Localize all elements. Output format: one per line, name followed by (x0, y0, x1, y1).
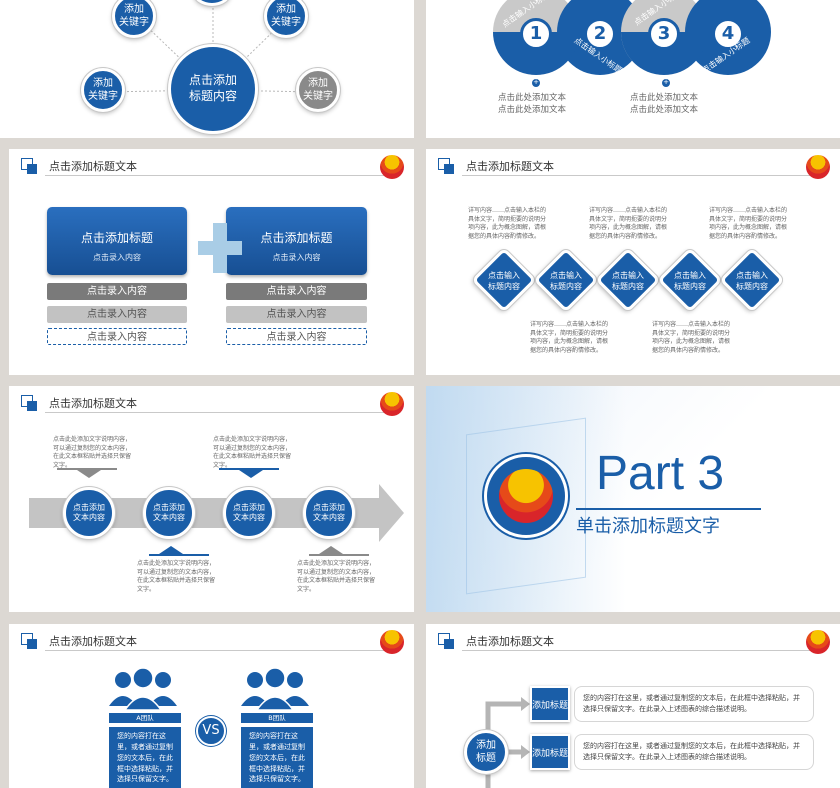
slide-header: 点击添加标题文本 (426, 624, 840, 656)
hub-node[interactable]: 添加 标题 (464, 730, 508, 774)
diamond-1-label: 点击输入 标题内容 (488, 271, 520, 291)
slide-header: 点击添加标题文本 (9, 624, 414, 656)
slide-header: 点击添加标题文本 (9, 149, 414, 181)
desc-top-1: 详写内容……点击输入本栏的具体文字，简明扼要的说明分项内容，此为概念图解，请根据… (468, 207, 547, 241)
header-square-icon (27, 164, 37, 174)
company-logo-icon (806, 155, 830, 179)
slide-title: 点击添加标题文本 (466, 160, 554, 173)
step-3[interactable]: 3 (648, 18, 680, 50)
diamond-3-label: 点击输入 标题内容 (612, 271, 644, 291)
diamond-5-label: 点击输入 标题内容 (736, 271, 768, 291)
slide-6[interactable]: Part 3 单击添加标题文字 (426, 386, 840, 612)
slide-header: 点击添加标题文本 (9, 386, 414, 418)
item-2-label[interactable]: 添加标题 (530, 734, 570, 770)
timeline-node-4[interactable]: 点击添加 文本内容 (303, 487, 355, 539)
row-right-1[interactable]: 点击录入内容 (226, 283, 367, 300)
timeline-node-2[interactable]: 点击添加 文本内容 (143, 487, 195, 539)
header-divider (45, 650, 400, 651)
header-divider (45, 175, 400, 176)
row-right-3[interactable]: 点击录入内容 (226, 328, 367, 345)
plus-icon: + (532, 78, 540, 87)
card-right-title: 点击添加标题 (260, 231, 333, 245)
slide-header: 点击添加标题文本 (426, 149, 840, 181)
slide-2[interactable]: 1 2 3 4 点击输入小标题 点击输入小标题 点击输入小标题 点击输入小标题 … (426, 0, 840, 138)
slide-1[interactable]: 添加 关键字 添加 关键字 添加 关键字 添加 关键字 点击添加 标题内容 (0, 0, 414, 138)
desc-top-3: 详写内容……点击输入本栏的具体文字，简明扼要的说明分项内容，此为概念图解，请根据… (709, 207, 788, 241)
header-square-icon (27, 639, 37, 649)
row-left-3[interactable]: 点击录入内容 (47, 328, 187, 345)
caption-right: 点击此处添加文本 点击此处添加文本 (630, 93, 699, 116)
team-b-text[interactable]: 您的内容打在这里，或者通过复制您的文本后，在此框中选择粘贴，并选择只保留文字。 (241, 727, 313, 788)
caption-left: 点击此处添加文本 点击此处添加文本 (498, 93, 567, 116)
card-left-sub: 点击录入内容 (93, 253, 141, 262)
slide-7[interactable]: 点击添加标题文本 A团队 B团队 您的内容打在这里，或者通过复制您的文本后，在此… (9, 624, 414, 788)
team-b-people-icon (241, 668, 309, 710)
header-divider (462, 175, 826, 176)
part-title: 单击添加标题文字 (576, 516, 720, 537)
team-a-people-icon (109, 668, 177, 710)
row-right-2[interactable]: 点击录入内容 (226, 306, 367, 323)
vs-badge: VS (196, 716, 226, 746)
company-logo-icon (499, 469, 553, 523)
header-square-icon (27, 401, 37, 411)
card-right[interactable]: 点击添加标题 点击录入内容 (226, 207, 367, 275)
desc-bottom-1: 点击此处添加文字说明内容，可以通过复制您的文本内容，在此文本框粘贴并选择只保留文… (137, 560, 216, 594)
item-1-label[interactable]: 添加标题 (530, 686, 570, 722)
item-1-text[interactable]: 您的内容打在这里，或者通过复制您的文本后，在此框中选择粘贴，并选择只保留文字。在… (574, 686, 814, 722)
plus-icon: + (662, 78, 670, 87)
team-a-text[interactable]: 您的内容打在这里，或者通过复制您的文本后，在此框中选择粘贴，并选择只保留文字。 (109, 727, 181, 788)
header-square-icon (444, 164, 454, 174)
header-divider (462, 650, 826, 651)
timeline-node-3[interactable]: 点击添加 文本内容 (223, 487, 275, 539)
company-logo-icon (806, 630, 830, 654)
item-2-text[interactable]: 您的内容打在这里，或者通过复制您的文本后，在此框中选择粘贴，并选择只保留文字。在… (574, 734, 814, 770)
desc-bottom-1: 详写内容……点击输入本栏的具体文字，简明扼要的说明分项内容，此为概念图解，请根据… (530, 321, 609, 355)
company-logo-icon (380, 155, 404, 179)
team-a-label: A团队 (109, 713, 181, 723)
slide-title: 点击添加标题文本 (49, 635, 137, 648)
slide-8[interactable]: 点击添加标题文本 添加 标题 添加标题 添加标题 您的内容打在这里，或者通过复制… (426, 624, 840, 788)
keyword-node-left[interactable]: 添加 关键字 (81, 68, 125, 112)
diamond-2-label: 点击输入 标题内容 (550, 271, 582, 291)
desc-top-2: 点击此处添加文字说明内容，可以通过复制您的文本内容，在此文本框粘贴并选择只保留文… (213, 436, 292, 470)
company-logo-icon (380, 630, 404, 654)
header-divider (45, 412, 400, 413)
desc-top-1: 点击此处添加文字说明内容，可以通过复制您的文本内容，在此文本框粘贴并选择只保留文… (53, 436, 132, 470)
part-underline (576, 508, 761, 510)
desc-top-2: 详写内容……点击输入本栏的具体文字，简明扼要的说明分项内容，此为概念图解，请根据… (589, 207, 668, 241)
desc-bottom-2: 点击此处添加文字说明内容，可以通过复制您的文本内容，在此文本框粘贴并选择只保留文… (297, 560, 376, 594)
part-number: Part 3 (596, 447, 725, 500)
header-square-icon (444, 639, 454, 649)
card-left-title: 点击添加标题 (80, 231, 153, 245)
part-logo-circle (484, 454, 568, 538)
diamond-4-label: 点击输入 标题内容 (674, 271, 706, 291)
step-1[interactable]: 1 (520, 18, 552, 50)
keyword-node-top-left[interactable]: 添加 关键字 (112, 0, 156, 38)
slide-3[interactable]: 点击添加标题文本 点击添加标题 点击录入内容 点击添加标题 点击录入内容 点击录… (9, 149, 414, 375)
desc-bottom-2: 详写内容……点击输入本栏的具体文字，简明扼要的说明分项内容，此为概念图解，请根据… (652, 321, 731, 355)
keyword-node-right[interactable]: 添加 关键字 (296, 68, 340, 112)
slide-title: 点击添加标题文本 (49, 160, 137, 173)
center-title-node[interactable]: 点击添加 标题内容 (168, 44, 258, 134)
company-logo-icon (380, 392, 404, 416)
slide-title: 点击添加标题文本 (49, 397, 137, 410)
keyword-node-top-right[interactable]: 添加 关键字 (264, 0, 308, 38)
slide-4[interactable]: 点击添加标题文本 详写内容……点击输入本栏的具体文字，简明扼要的说明分项内容，此… (426, 149, 840, 375)
row-left-1[interactable]: 点击录入内容 (47, 283, 187, 300)
plus-icon (198, 223, 242, 273)
slide-title: 点击添加标题文本 (466, 635, 554, 648)
row-left-2[interactable]: 点击录入内容 (47, 306, 187, 323)
step-2[interactable]: 2 (584, 18, 616, 50)
timeline-node-1[interactable]: 点击添加 文本内容 (63, 487, 115, 539)
card-right-sub: 点击录入内容 (272, 253, 321, 262)
card-left[interactable]: 点击添加标题 点击录入内容 (47, 207, 187, 275)
slide-5[interactable]: 点击添加标题文本 点击此处添加文字说明内容，可以通过复制您的文本内容，在此文本框… (9, 386, 414, 612)
team-b-label: B团队 (241, 713, 313, 723)
step-4[interactable]: 4 (712, 18, 744, 50)
